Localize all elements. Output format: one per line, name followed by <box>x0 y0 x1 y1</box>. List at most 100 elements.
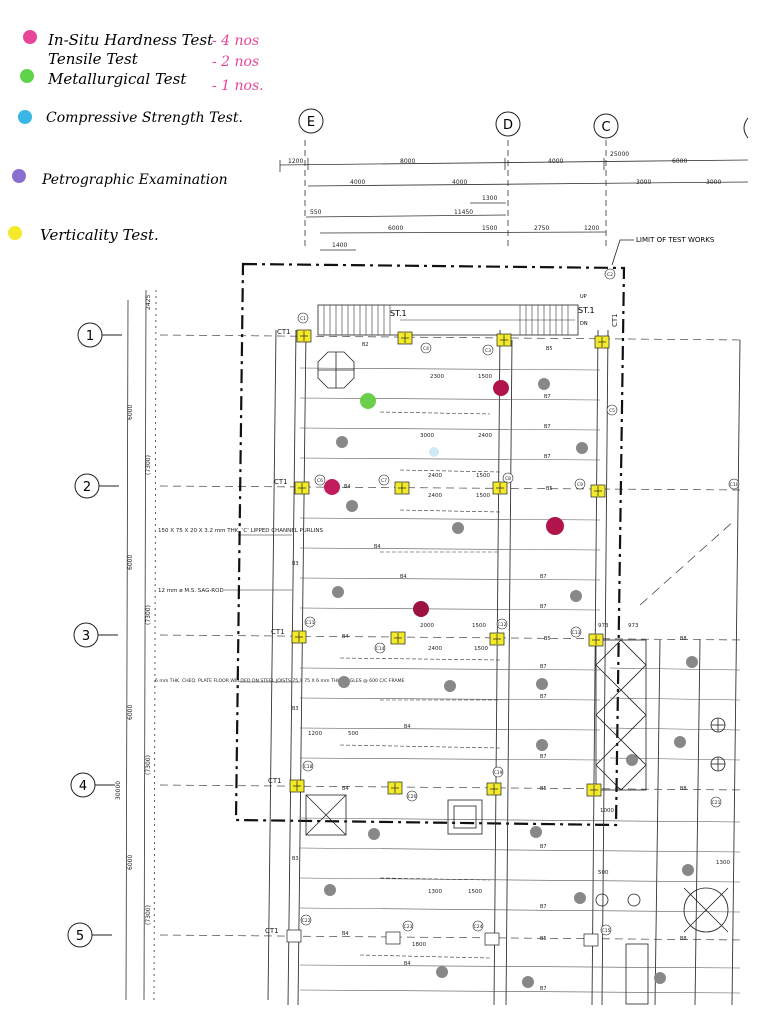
svg-text:D: D <box>503 118 513 133</box>
svg-text:UP: UP <box>580 294 587 300</box>
svg-text:B4: B4 <box>400 574 407 580</box>
svg-text:C6: C6 <box>317 478 323 484</box>
verticality-markers <box>289 329 610 797</box>
svg-text:B5: B5 <box>540 936 547 942</box>
svg-text:CT1: CT1 <box>274 478 288 486</box>
legend-dot <box>8 226 22 240</box>
svg-text:2400: 2400 <box>428 473 442 479</box>
svg-text:B4: B4 <box>342 931 349 937</box>
svg-text:B8: B8 <box>680 636 687 642</box>
svg-text:4000: 4000 <box>452 179 467 186</box>
verticality-marker <box>594 335 610 349</box>
svg-text:B7: B7 <box>540 844 547 850</box>
legend-item-compressive: Compressive Strength Test. <box>18 110 243 126</box>
grid-bubble-row-4: 4 <box>70 772 115 798</box>
svg-text:C5: C5 <box>609 408 615 414</box>
verticality-marker <box>588 633 604 647</box>
verticality-marker <box>390 631 406 645</box>
grid-bubble-partial <box>743 117 749 139</box>
verticality-marker <box>294 481 310 495</box>
svg-text:6000: 6000 <box>127 705 134 720</box>
svg-text:2425: 2425 <box>145 295 152 310</box>
svg-text:1200: 1200 <box>584 225 599 232</box>
svg-text:B7: B7 <box>540 754 547 760</box>
svg-text:C18: C18 <box>304 764 313 770</box>
svg-text:(7300): (7300) <box>145 755 152 775</box>
hatched-openings <box>324 378 698 988</box>
legend-item-tensile: Tensile Test - 2 nos <box>48 50 259 70</box>
legend-dot <box>23 30 37 44</box>
legend-item-petrographic: Petrographic Examination <box>12 169 228 188</box>
svg-text:3000: 3000 <box>636 179 651 186</box>
svg-text:1500: 1500 <box>474 646 488 652</box>
svg-text:4: 4 <box>79 779 87 794</box>
hardness-test-marker <box>546 517 564 535</box>
column-tags: C1 C4 C3 C2 C5 C6 C7 C8 C9 C11 C12 C13 C… <box>297 268 740 936</box>
svg-text:5: 5 <box>76 929 84 944</box>
svg-text:1300: 1300 <box>482 195 497 202</box>
legend-label: Compressive Strength Test. <box>46 110 243 126</box>
row-gridlines <box>159 334 746 941</box>
legend-count: - 2 nos <box>212 54 259 70</box>
legend-label: Verticality Test. <box>40 226 159 244</box>
svg-text:1500: 1500 <box>476 473 490 479</box>
bracing-panel <box>595 639 729 1005</box>
svg-text:6000: 6000 <box>672 158 687 165</box>
svg-text:DN: DN <box>580 321 588 327</box>
svg-text:1200: 1200 <box>288 158 303 165</box>
svg-text:B7: B7 <box>540 904 547 910</box>
left-dimensions: 6000 6000 6000 6000 30000 2425 (7300) (7… <box>115 289 157 1001</box>
svg-text:4000: 4000 <box>350 179 365 186</box>
svg-text:C4: C4 <box>423 346 429 352</box>
svg-text:B2: B2 <box>362 342 369 348</box>
octagon-feature <box>305 351 483 836</box>
svg-text:C8: C8 <box>505 476 511 482</box>
purlin-note: 150 X 75 X 20 X 3.2 mm THK. 'C' LIPPED C… <box>158 528 323 534</box>
svg-text:C9: C9 <box>577 482 583 488</box>
svg-text:C24: C24 <box>474 924 483 930</box>
svg-text:2750: 2750 <box>534 225 549 232</box>
svg-text:30000: 30000 <box>115 781 122 800</box>
verticality-marker <box>496 333 512 347</box>
svg-text:25000: 25000 <box>610 151 629 158</box>
limit-of-test-works: LIMIT OF TEST WORKS <box>611 236 715 266</box>
svg-text:1500: 1500 <box>468 889 482 895</box>
svg-text:CT1: CT1 <box>265 927 279 935</box>
verticality-marker <box>394 481 410 495</box>
svg-text:6000: 6000 <box>127 855 134 870</box>
legend-count: - 4 nos <box>212 33 259 49</box>
svg-text:2400: 2400 <box>478 433 492 439</box>
compressive-test-marker <box>429 447 439 457</box>
svg-text:B8: B8 <box>680 786 687 792</box>
svg-text:(7300): (7300) <box>145 905 152 925</box>
svg-text:C3: C3 <box>485 348 491 354</box>
svg-text:3: 3 <box>82 629 90 644</box>
svg-text:B3: B3 <box>292 856 299 862</box>
legend-item-metallurgical: Metallurgical Test - 1 nos. <box>20 69 264 94</box>
svg-text:B5: B5 <box>540 786 547 792</box>
svg-text:4000: 4000 <box>548 158 563 165</box>
svg-text:3000: 3000 <box>706 179 721 186</box>
grid-bubble-d: D <box>495 111 521 137</box>
verticality-marker <box>397 331 413 345</box>
grid-bubble-row-5: 5 <box>67 922 112 948</box>
svg-text:B7: B7 <box>540 604 547 610</box>
svg-text:2300: 2300 <box>430 374 444 380</box>
svg-text:1300: 1300 <box>716 860 730 866</box>
verticality-marker <box>489 632 505 646</box>
verticality-marker <box>289 779 305 793</box>
interior-dimensions: 2300 1500 3000 2400 2400 1500 2400 1500 … <box>308 374 730 948</box>
svg-text:C19: C19 <box>494 770 503 776</box>
svg-text:B4: B4 <box>404 961 411 967</box>
verticality-marker <box>291 630 307 644</box>
svg-text:C22: C22 <box>302 918 311 924</box>
svg-text:550: 550 <box>310 209 322 216</box>
svg-text:B7: B7 <box>540 986 547 992</box>
svg-text:1: 1 <box>86 329 94 344</box>
svg-text:C7: C7 <box>381 478 387 484</box>
svg-text:500: 500 <box>348 731 359 737</box>
svg-text:C15: C15 <box>602 928 611 934</box>
svg-text:11450: 11450 <box>454 209 473 216</box>
svg-text:2: 2 <box>83 480 91 495</box>
